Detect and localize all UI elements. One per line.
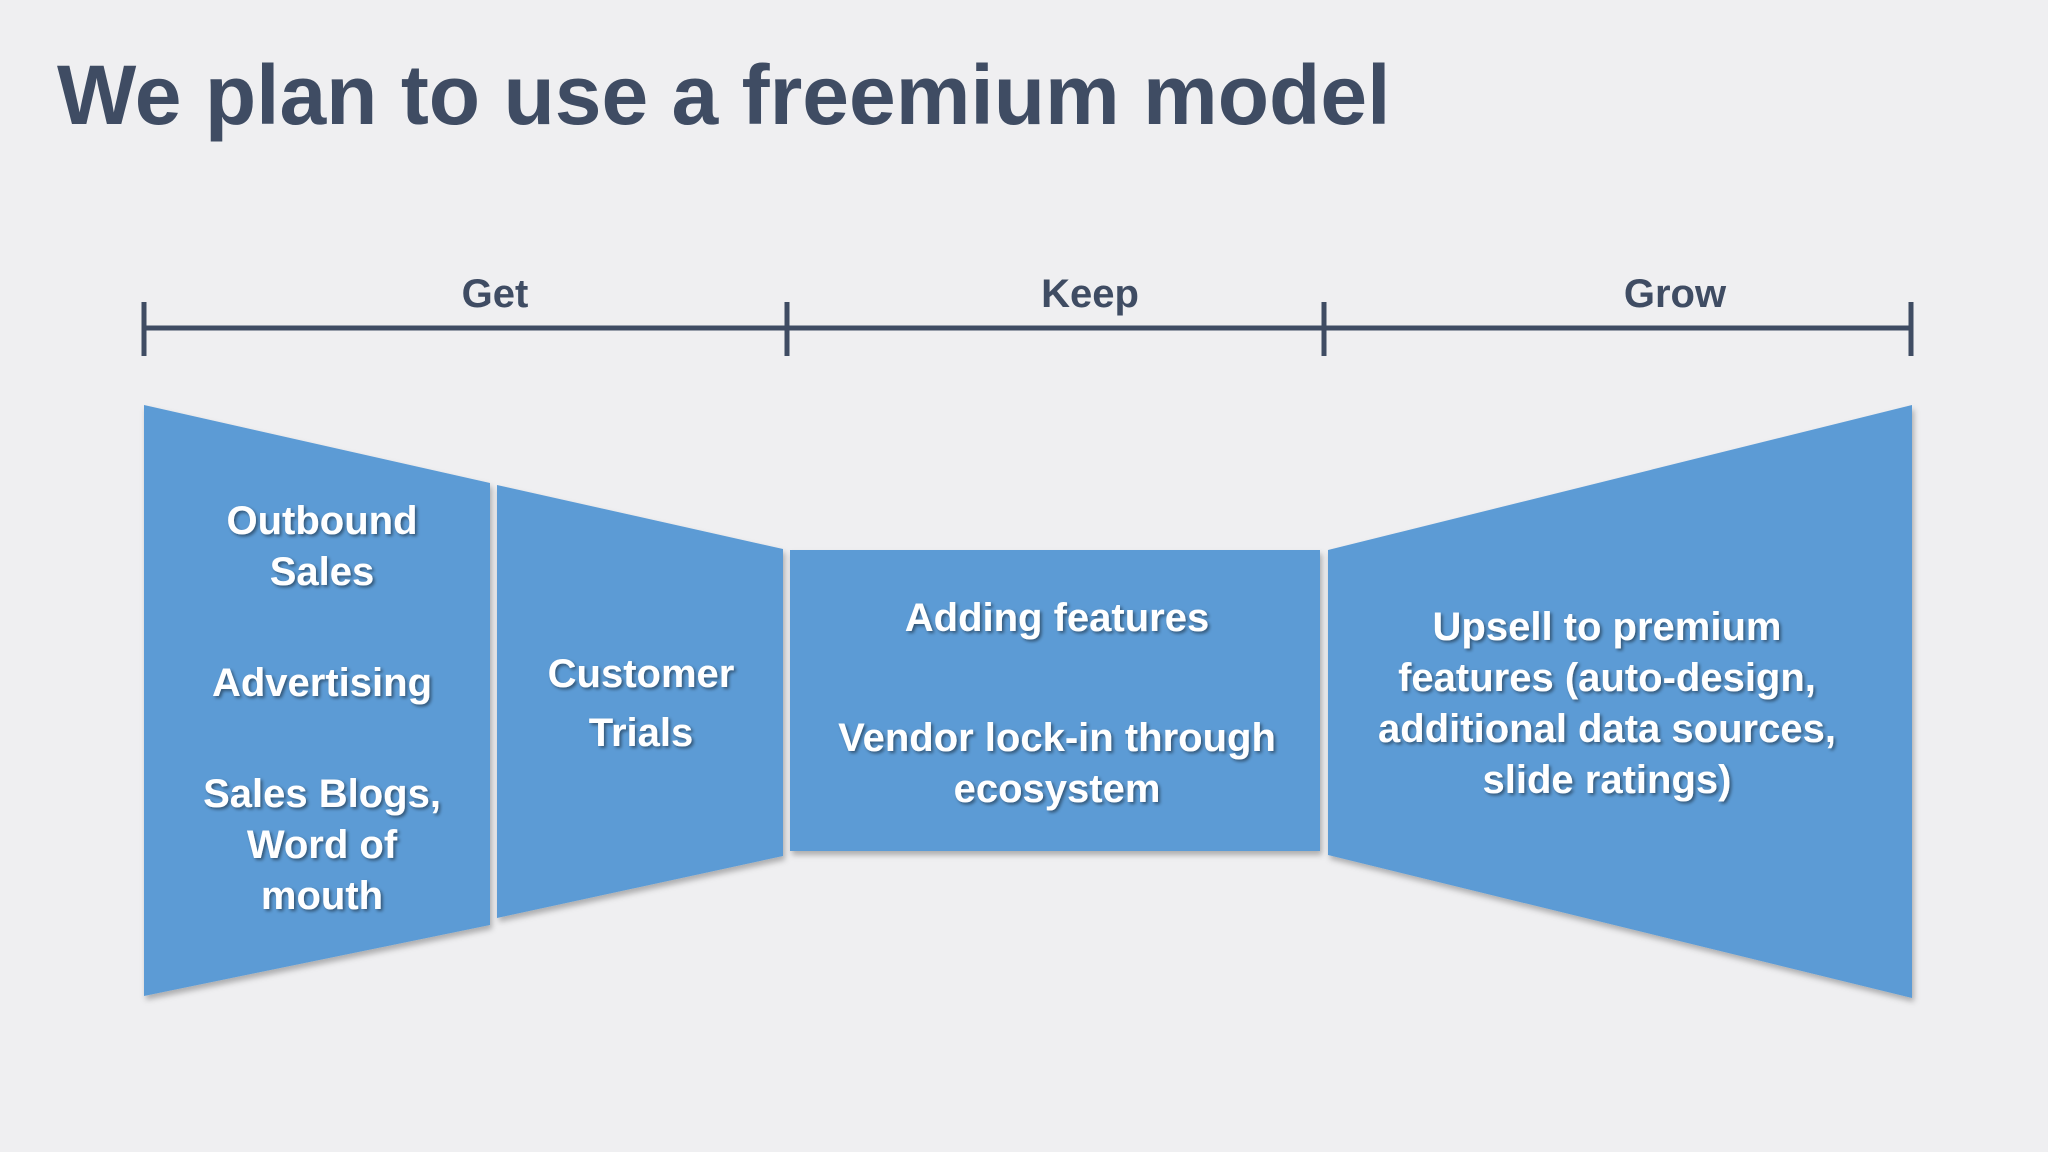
grow-line-3: additional data sources, bbox=[1378, 707, 1836, 751]
keep-line-1: Adding features bbox=[905, 596, 1209, 640]
trials-shape bbox=[497, 485, 783, 918]
trials-line-1: Customer bbox=[548, 652, 735, 696]
phase-label-grow: Grow bbox=[1624, 272, 1727, 316]
phase-label-get: Get bbox=[462, 272, 529, 316]
blogs-line-1: Sales Blogs, bbox=[203, 772, 441, 816]
trials-text: Customer Trials bbox=[548, 652, 735, 755]
keep-text: Adding features Vendor lock-in through e… bbox=[838, 596, 1276, 811]
slide-title: We plan to use a freemium model bbox=[57, 48, 1391, 142]
phase-label-keep: Keep bbox=[1041, 272, 1139, 316]
grow-text: Upsell to premium features (auto-design,… bbox=[1378, 605, 1836, 802]
outbound-line-2: Sales bbox=[270, 550, 375, 594]
shape-texts: Outbound Sales Advertising Sales Blogs, … bbox=[203, 499, 1836, 918]
grow-line-4: slide ratings) bbox=[1483, 758, 1732, 802]
grow-shape bbox=[1328, 405, 1912, 998]
trials-line-2: Trials bbox=[589, 711, 694, 755]
advertising-text: Advertising bbox=[212, 661, 432, 705]
keep-line-3: ecosystem bbox=[954, 767, 1161, 811]
grow-line-1: Upsell to premium bbox=[1433, 605, 1782, 649]
timeline: Get Keep Grow bbox=[141, 272, 1914, 356]
funnel-shapes bbox=[144, 405, 1912, 998]
keep-line-2: Vendor lock-in through bbox=[838, 716, 1276, 760]
outbound-line-1: Outbound bbox=[226, 499, 417, 543]
outbound-text: Outbound Sales Advertising Sales Blogs, … bbox=[203, 499, 441, 918]
outbound-shape bbox=[144, 405, 490, 996]
blogs-line-2: Word of bbox=[247, 823, 398, 867]
blogs-line-3: mouth bbox=[261, 874, 383, 918]
grow-line-2: features (auto-design, bbox=[1398, 656, 1816, 700]
keep-shape bbox=[790, 550, 1320, 851]
